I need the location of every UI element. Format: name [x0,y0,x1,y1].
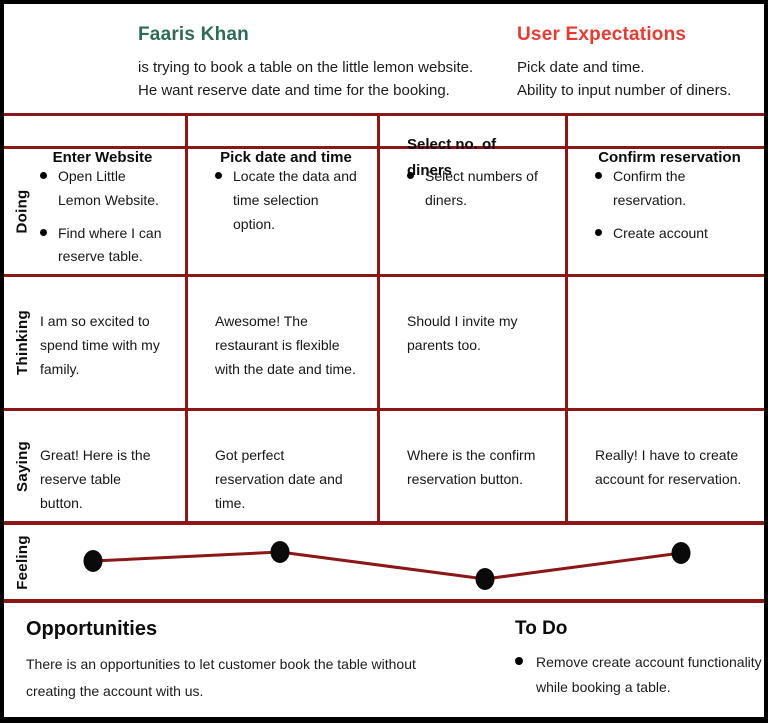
thinking-cell-pick-date-time: Awesome! The restaurant is flexible with… [185,277,377,408]
saying-cell-enter-website: Great! Here is the reserve table button. [40,447,151,511]
stage-header-enter-website: Enter Website [52,148,153,166]
bullet-dot [40,228,47,236]
todo-title: To Do [515,618,568,639]
stage-header-row: Enter Website Pick date and time Select … [4,116,764,191]
bullet-dot [407,172,414,179]
bullet-dot [40,172,47,179]
saying-cell-select-diners: Where is the confirm reservation button. [377,411,565,524]
bullet-dot [215,172,222,179]
doing-cell-select-diners: Select numbers of diners. [377,149,565,287]
feeling-line-chart [83,541,691,590]
opportunities-text: There is an opportunities to let custome… [26,656,416,699]
bullet-dot [515,657,523,665]
persona-name: Faaris Khan [138,24,249,45]
row-label-feeling: Feeling [13,534,31,590]
list-item: Confirm the reservation. [595,165,744,213]
saying-row: Saying Great! Here is the reserve table … [4,411,764,525]
doing-row: Doing Open Little Lemon Website. Find wh… [4,149,764,287]
todo-item: Remove create account functionality whil… [515,650,764,700]
list-item: Create account [595,222,744,246]
feeling-point [83,550,103,572]
saying-cell-confirm-reservation: Really! I have to create account for res… [565,411,764,524]
todo-block: To Do Remove create account functionalit… [515,618,764,700]
journey-table: Enter Website Pick date and time Select … [4,113,764,525]
row-label-thinking: Thinking [13,310,31,375]
doing-cell-enter-website: Open Little Lemon Website. Find where I … [4,149,185,286]
saying-cell-pick-date-time: Got perfect reservation date and time. [185,411,377,524]
list-item: Find where I can reserve table. [40,222,165,270]
bottom-section: Opportunities There is an opportunities … [4,603,764,700]
persona-description-line: is trying to book a table on the little … [138,59,474,76]
doing-cell-pick-date-time: Locate the data and time selection optio… [185,149,377,287]
expectation-item: Pick date and time. [517,59,645,76]
feeling-point [671,542,691,564]
list-item: Select numbers of diners. [407,165,545,213]
feeling-row: Feeling [4,525,764,603]
thinking-cell-select-diners: Should I invite my parents too. [377,277,565,408]
thinking-row: Thinking I am so excited to spend time w… [4,277,764,411]
opportunities-title: Opportunities [26,618,158,640]
opportunities-block: Opportunities There is an opportunities … [26,618,764,704]
persona-header: Faaris Khan is trying to book a table on… [4,4,764,113]
list-item: Open Little Lemon Website. [40,165,165,213]
persona-block: Faaris Khan is trying to book a table on… [138,24,473,102]
feeling-point [270,541,290,563]
persona-description-line: He want reserve date and time for the bo… [138,81,450,99]
bullet-dot [595,228,602,236]
bullet-dot [595,172,602,179]
doing-cell-confirm-reservation: Confirm the reservation. Create account [565,149,764,287]
feeling-point [475,568,495,590]
list-item: Locate the data and time selection optio… [215,165,357,236]
user-expectations-block: User Expectations Pick date and time. Ab… [517,24,731,102]
row-label-doing: Doing [13,189,31,234]
expectation-item: Ability to input number of diners. [517,81,732,99]
thinking-cell-enter-website: I am so excited to spend time with my fa… [40,313,160,377]
row-label-saying: Saying [13,440,31,492]
thinking-cell-confirm-reservation [565,277,764,408]
user-expectations-title: User Expectations [517,24,687,45]
